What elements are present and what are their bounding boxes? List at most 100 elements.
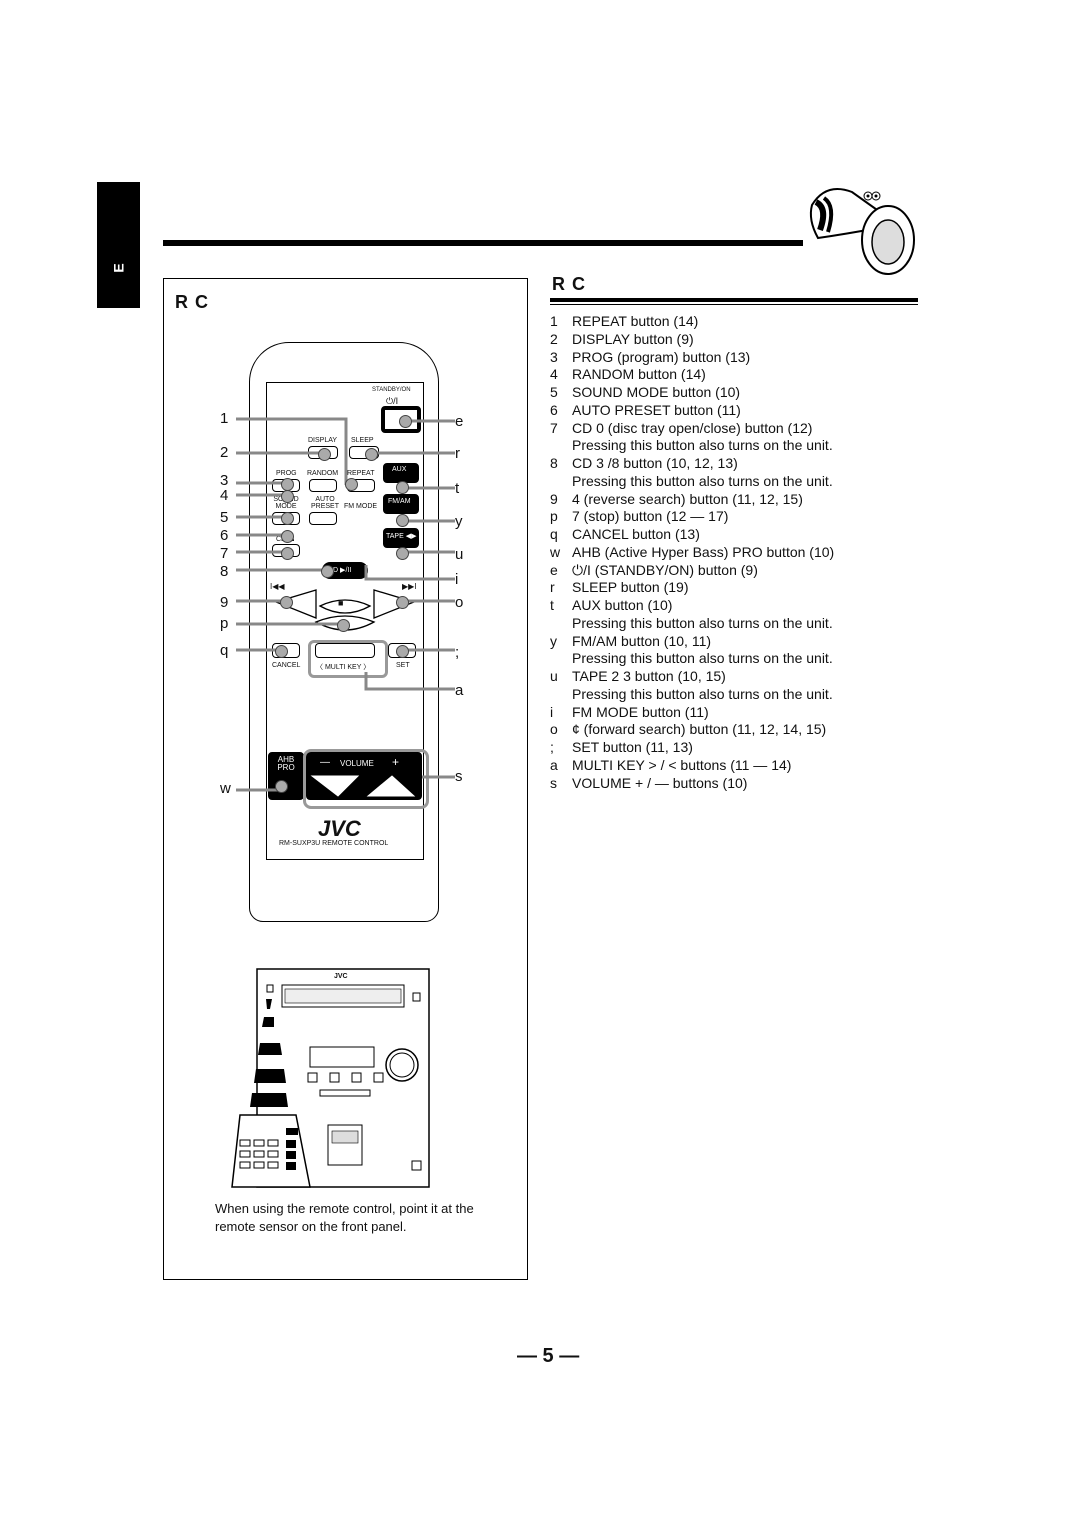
callout-e: e — [455, 413, 464, 430]
callout-dot — [321, 565, 334, 578]
callout-y: y — [455, 513, 463, 530]
callout-dot — [396, 481, 409, 494]
random-label: RANDOM — [307, 470, 339, 477]
remote-sensor-illustration — [231, 968, 430, 1188]
model-label: RM-SUXP3U REMOTE CONTROL — [279, 840, 389, 847]
callout-dot — [396, 547, 409, 560]
language-tab-label: E — [110, 263, 127, 273]
ahb-pro-button[interactable] — [268, 752, 304, 800]
repeat-label: REPEAT — [347, 470, 375, 477]
parts-section-title: R C — [552, 274, 586, 294]
callout-8: 8 — [220, 563, 229, 580]
list-item: ;SET button (11, 13) — [550, 739, 693, 755]
page-number: — 5 — — [517, 1345, 580, 1367]
callout-3: 3 — [220, 472, 229, 489]
list-item: Pressing this button also turns on the u… — [572, 614, 833, 631]
callout-semicolon: ; — [455, 644, 460, 661]
fm-am-label: FM/AM — [388, 498, 411, 505]
fm-am-button[interactable] — [383, 494, 419, 514]
prev-icon: I◀◀ — [270, 582, 285, 591]
callout-dot — [275, 645, 288, 658]
callout-lines — [236, 417, 455, 792]
volume-buttons — [310, 775, 416, 797]
list-item: o¢ (forward search) button (11, 12, 14, … — [550, 721, 827, 738]
callout-dot — [396, 514, 409, 527]
list-item: Pressing this button also turns on the u… — [572, 472, 833, 489]
volume-down-button[interactable] — [310, 775, 360, 797]
standby-label: STANDBY/ON — [372, 387, 411, 393]
callout-dot — [281, 490, 294, 503]
callout-9: 9 — [220, 594, 229, 611]
callout-1: 1 — [220, 410, 229, 427]
random-button[interactable] — [309, 479, 337, 492]
callout-6: 6 — [220, 527, 229, 544]
list-item: Pressing this button also turns on the u… — [572, 650, 833, 667]
callout-dot — [318, 448, 331, 461]
callout-w: w — [220, 780, 231, 797]
volume-up-button[interactable] — [366, 775, 416, 797]
remote-diagram-panel — [163, 278, 528, 1280]
aux-label: AUX — [392, 466, 407, 473]
callout-dot — [337, 619, 350, 632]
callout-dot — [281, 512, 294, 525]
volume-plus-label: + — [392, 755, 400, 769]
callout-dot — [345, 478, 358, 491]
callout-7: 7 — [220, 545, 229, 562]
callout-dot — [396, 596, 409, 609]
callout-2: 2 — [220, 444, 229, 461]
list-item: e⏻/I (STANDBY/ON) button (9) — [550, 561, 758, 578]
callout-p: p — [220, 615, 229, 632]
set-label: SET — [396, 662, 410, 669]
multi-key-button[interactable] — [315, 643, 375, 658]
remote-panel-title: R C — [175, 292, 209, 312]
callout-dot — [281, 547, 294, 560]
next-icon: ▶▶I — [402, 582, 417, 591]
fm-mode-label: FM MODE — [344, 503, 378, 510]
callout-dot — [275, 780, 288, 793]
sleep-label: SLEEP — [351, 437, 374, 444]
callout-4: 4 — [220, 487, 229, 504]
callout-s: s — [455, 768, 463, 785]
auto-preset-button[interactable] — [309, 512, 337, 525]
volume-label: VOLUME — [340, 759, 374, 768]
header-rule — [163, 240, 803, 246]
callout-t: t — [455, 480, 460, 497]
tape-label: TAPE ◀▶ — [386, 533, 417, 540]
volume-highlight — [303, 749, 429, 809]
callout-5: 5 — [220, 509, 229, 526]
callout-i: i — [455, 571, 459, 588]
remote-body — [249, 342, 439, 922]
language-tab: E — [97, 182, 140, 308]
auto-preset-label: AUTO PRESET — [310, 496, 339, 510]
callout-dot — [365, 448, 378, 461]
callout-dot — [281, 530, 294, 543]
stop-icon: ■ — [338, 598, 344, 608]
display-label: DISPLAY — [308, 437, 338, 444]
volume-minus-label: — — [320, 757, 330, 768]
remote-usage-note: When using the remote control, point it … — [215, 1201, 474, 1234]
brand-logo: JVC — [318, 816, 361, 841]
parts-title-rule — [550, 298, 918, 302]
cd-play-label: CD ▶/II — [328, 567, 352, 574]
callout-o: o — [455, 594, 464, 611]
cancel-label: CANCEL — [272, 662, 301, 669]
parts-title-rule-thin — [550, 304, 918, 305]
